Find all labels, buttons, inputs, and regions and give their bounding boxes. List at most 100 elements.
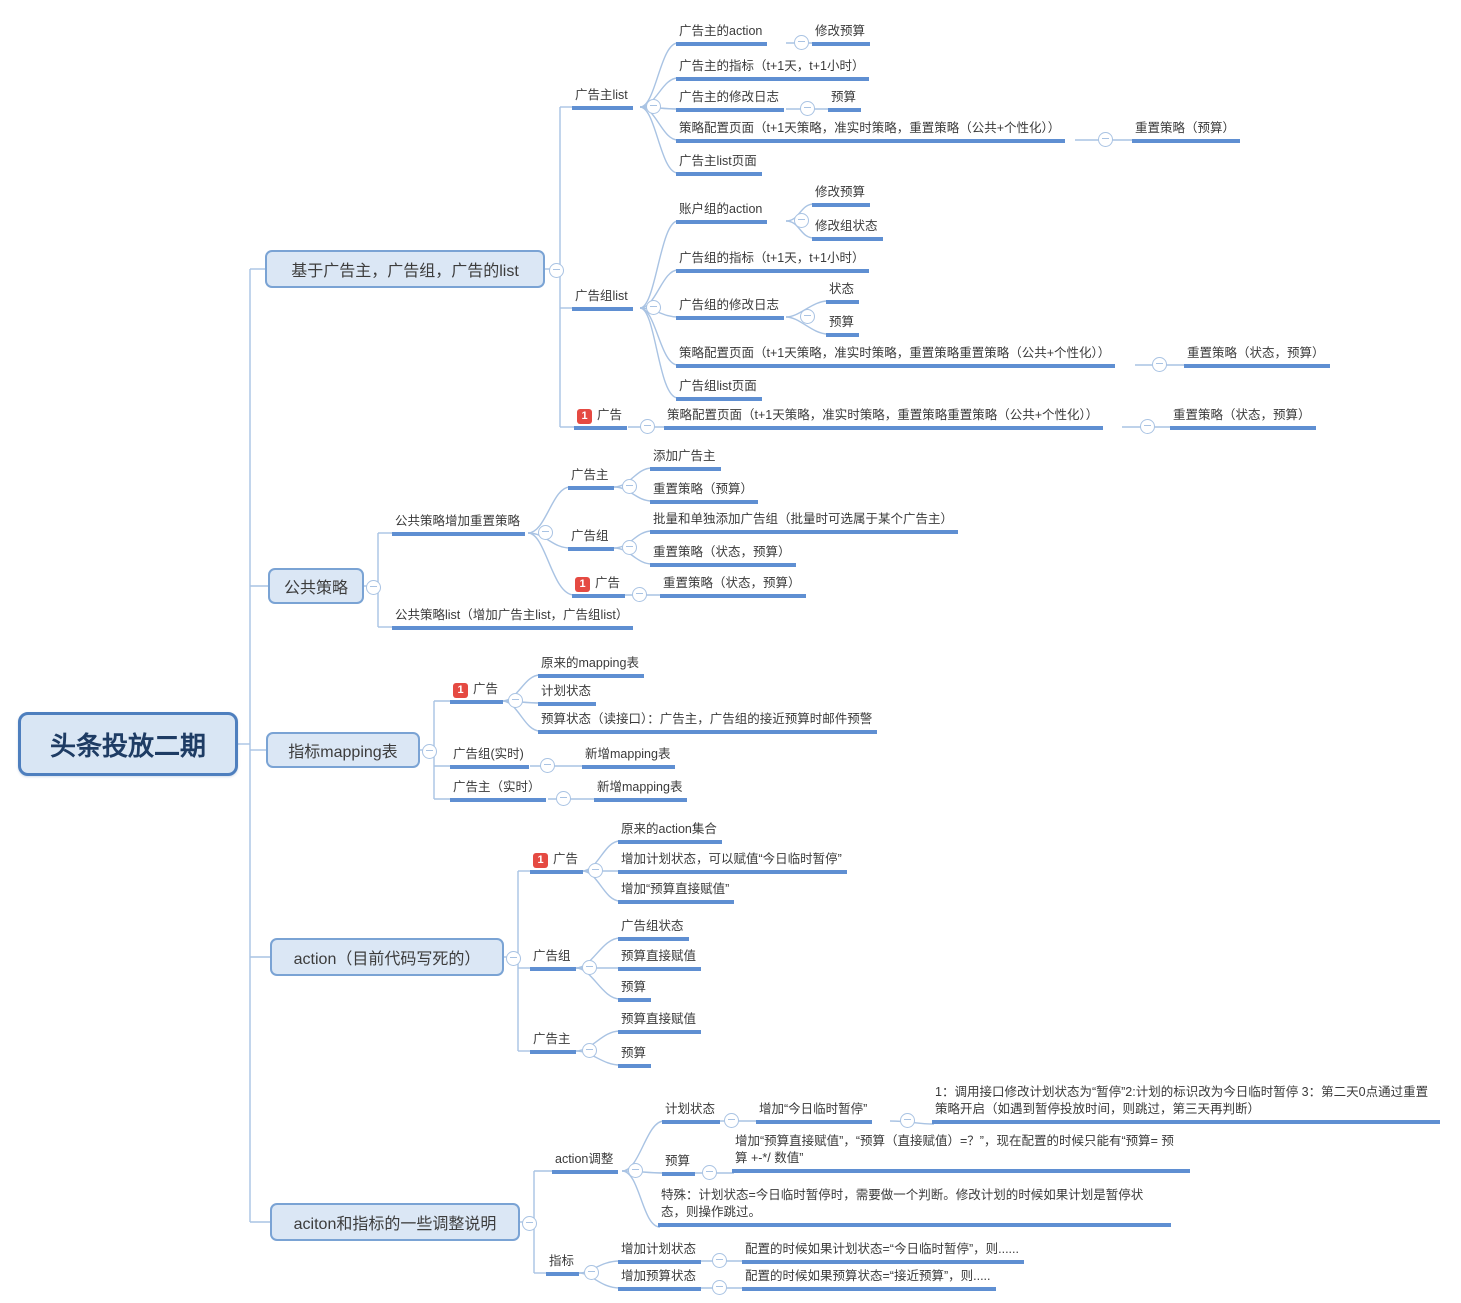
mindmap-topic[interactable]: 状态 — [826, 280, 860, 304]
mindmap-topic[interactable]: 修改预算 — [812, 183, 871, 207]
collapse-icon[interactable] — [628, 1163, 643, 1178]
mindmap-topic[interactable]: 账户组的action — [676, 200, 768, 224]
mindmap-topic[interactable]: 预算 — [826, 313, 860, 337]
mindmap-topic[interactable]: 原来的action集合 — [618, 820, 722, 844]
mindmap-topic[interactable]: 广告组list页面 — [676, 377, 762, 401]
collapse-icon[interactable] — [522, 1216, 537, 1231]
collapse-icon[interactable] — [508, 693, 523, 708]
mindmap-topic[interactable]: 增加“今日临时暂停” — [756, 1100, 873, 1124]
mindmap-topic[interactable]: 增加计划状态，可以赋值“今日临时暂停” — [618, 850, 847, 874]
mindmap-topic[interactable]: 增加预算状态 — [618, 1267, 702, 1291]
mindmap-topic[interactable]: 广告主list — [572, 86, 633, 110]
collapse-icon[interactable] — [366, 580, 381, 595]
collapse-icon[interactable] — [724, 1113, 739, 1128]
collapse-icon[interactable] — [702, 1165, 717, 1180]
collapse-icon[interactable] — [422, 744, 437, 759]
mindmap-topic[interactable]: 新增mapping表 — [594, 778, 688, 802]
collapse-icon[interactable] — [646, 99, 661, 114]
branch-adjustment-notes[interactable]: aciton和指标的一些调整说明 — [270, 1203, 520, 1241]
mindmap-topic[interactable]: 计划状态 — [538, 682, 597, 706]
collapse-icon[interactable] — [582, 960, 597, 975]
mindmap-topic[interactable]: 重置策略（预算） — [650, 480, 759, 504]
mindmap-topic[interactable]: 公共策略增加重置策略 — [392, 512, 526, 536]
mindmap-topic[interactable]: 配置的时候如果预算状态=“接近预算”，则..... — [742, 1267, 996, 1291]
mindmap-topic[interactable]: 广告主 — [568, 466, 614, 490]
mindmap-topic[interactable]: 修改预算 — [812, 22, 871, 46]
mindmap-topic[interactable]: 预算 — [828, 88, 862, 112]
mindmap-topic[interactable]: 预算 — [618, 978, 652, 1002]
mindmap-topic[interactable]: 广告主的action — [676, 22, 768, 46]
branch-action[interactable]: action（目前代码写死的） — [270, 938, 504, 976]
mindmap-topic[interactable]: 广告组(实时) — [450, 745, 529, 769]
root-topic[interactable]: 头条投放二期 — [18, 712, 238, 776]
mindmap-topic[interactable]: 重置策略（状态，预算） — [660, 574, 806, 598]
collapse-icon[interactable] — [622, 479, 637, 494]
collapse-icon[interactable] — [584, 1265, 599, 1280]
mindmap-topic[interactable]: 广告主的修改日志 — [676, 88, 785, 112]
collapse-icon[interactable] — [1140, 419, 1155, 434]
collapse-icon[interactable] — [556, 791, 571, 806]
mindmap-topic[interactable]: 广告主的指标（t+1天，t+1小时） — [676, 57, 870, 81]
branch-metric-mapping[interactable]: 指标mapping表 — [266, 732, 420, 768]
mindmap-topic[interactable]: action调整 — [552, 1150, 619, 1174]
collapse-icon[interactable] — [549, 263, 564, 278]
mindmap-topic[interactable]: 原来的mapping表 — [538, 654, 644, 678]
mindmap-topic[interactable]: 策略配置页面（t+1天策略，准实时策略，重置策略重置策略（公共+个性化）） — [664, 406, 1104, 430]
branch-public-strategy[interactable]: 公共策略 — [268, 568, 364, 604]
mindmap-topic[interactable]: 1：调用接口修改计划状态为“暂停”2:计划的标识改为今日临时暂停 3：第二天0点… — [932, 1083, 1440, 1124]
mindmap-topic[interactable]: 修改组状态 — [812, 217, 883, 241]
collapse-icon[interactable] — [712, 1280, 727, 1295]
collapse-icon[interactable] — [646, 300, 661, 315]
mindmap-topic[interactable]: 广告组 — [530, 947, 576, 971]
mindmap-topic[interactable]: 特殊：计划状态=今日临时暂停时，需要做一个判断。修改计划的时候如果计划是暂停状态… — [658, 1186, 1171, 1227]
mindmap-topic[interactable]: 重置策略（预算） — [1132, 119, 1241, 143]
mindmap-topic[interactable]: 广告主list页面 — [676, 152, 762, 176]
collapse-icon[interactable] — [632, 587, 647, 602]
mindmap-topic[interactable]: 公共策略list（增加广告主list，广告组list） — [392, 606, 634, 630]
mindmap-topic[interactable]: 广告组的指标（t+1天，t+1小时） — [676, 249, 870, 273]
mindmap-topic[interactable]: 新增mapping表 — [582, 745, 676, 769]
collapse-icon[interactable] — [622, 540, 637, 555]
collapse-icon[interactable] — [1152, 357, 1167, 372]
branch-adlist[interactable]: 基于广告主，广告组，广告的list — [265, 250, 545, 288]
mindmap-topic[interactable]: 广告组list — [572, 287, 633, 311]
collapse-icon[interactable] — [506, 951, 521, 966]
collapse-icon[interactable] — [800, 101, 815, 116]
mindmap-topic[interactable]: 广告组状态 — [618, 917, 689, 941]
mindmap-topic[interactable]: 添加广告主 — [650, 447, 721, 471]
mindmap-topic[interactable]: 策略配置页面（t+1天策略，准实时策略，重置策略（公共+个性化）） — [676, 119, 1066, 143]
collapse-icon[interactable] — [800, 309, 815, 324]
collapse-icon[interactable] — [538, 525, 553, 540]
mindmap-topic[interactable]: 广告组的修改日志 — [676, 296, 785, 320]
mindmap-topic[interactable]: 重置策略（状态，预算） — [1170, 406, 1316, 430]
collapse-icon[interactable] — [1098, 132, 1113, 147]
mindmap-topic[interactable]: 预算直接赋值 — [618, 947, 702, 971]
mindmap-topic[interactable]: 预算 — [662, 1152, 696, 1176]
collapse-icon[interactable] — [640, 419, 655, 434]
mindmap-topic[interactable]: 重置策略（状态，预算） — [1184, 344, 1330, 368]
mindmap-topic[interactable]: 配置的时候如果计划状态=“今日临时暂停”，则...... — [742, 1240, 1024, 1264]
mindmap-topic[interactable]: 预算直接赋值 — [618, 1010, 702, 1034]
collapse-icon[interactable] — [712, 1253, 727, 1268]
mindmap-topic[interactable]: 增加“预算直接赋值” — [618, 880, 735, 904]
mindmap-topic[interactable]: 预算 — [618, 1044, 652, 1068]
collapse-icon[interactable] — [588, 863, 603, 878]
mindmap-topic[interactable]: 增加计划状态 — [618, 1240, 702, 1264]
mindmap-topic[interactable]: 指标 — [546, 1252, 580, 1276]
mindmap-topic[interactable]: 广告主（实时） — [450, 778, 546, 802]
mindmap-topic[interactable]: 批量和单独添加广告组（批量时可选属于某个广告主） — [650, 510, 959, 534]
mindmap-topic[interactable]: 策略配置页面（t+1天策略，准实时策略，重置策略重置策略（公共+个性化）） — [676, 344, 1116, 368]
mindmap-topic[interactable]: 广告组 — [568, 527, 614, 551]
mindmap-topic[interactable]: 预算状态（读接口）：广告主，广告组的接近预算时邮件预警 — [538, 710, 878, 734]
collapse-icon[interactable] — [582, 1043, 597, 1058]
mindmap-topic[interactable]: 计划状态 — [662, 1100, 721, 1124]
collapse-icon[interactable] — [794, 35, 809, 50]
mindmap-topic[interactable]: 增加“预算直接赋值”，“预算（直接赋值）=？”，现在配置的时候只能有“预算= 预… — [732, 1132, 1190, 1173]
mindmap-topic[interactable]: 广告主 — [530, 1030, 576, 1054]
collapse-icon[interactable] — [540, 758, 555, 773]
collapse-icon[interactable] — [900, 1113, 915, 1128]
